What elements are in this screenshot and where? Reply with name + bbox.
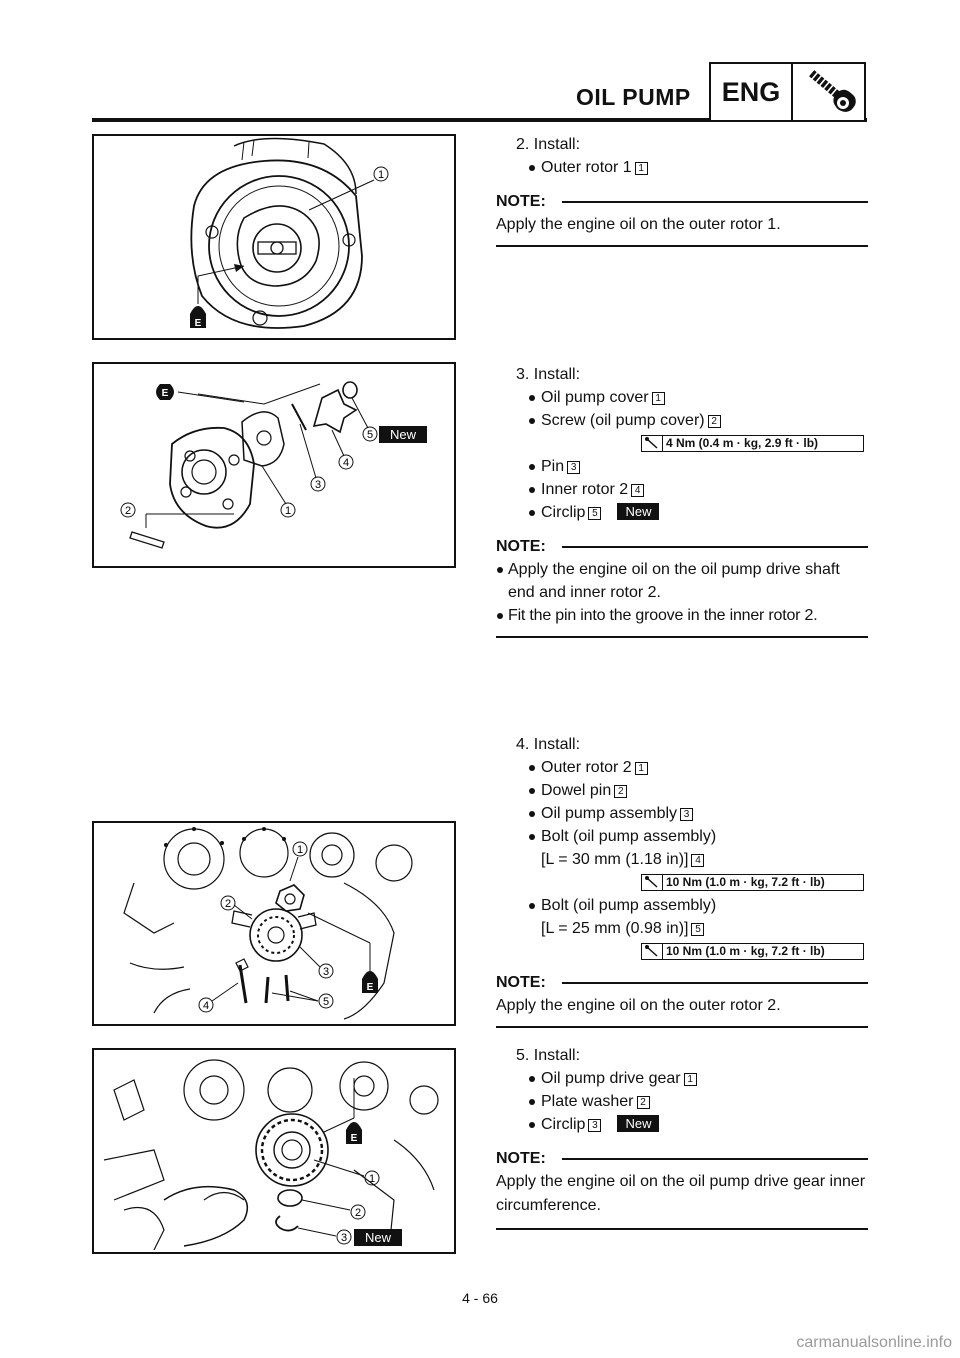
torque-wrench-icon — [642, 436, 663, 451]
page-number: 4 - 66 — [462, 1290, 498, 1306]
fig3-callout-1: 1 — [297, 844, 303, 856]
torque-wrench-icon — [642, 944, 663, 959]
note-end-rule — [496, 245, 868, 247]
fig4-callout-2: 2 — [355, 1207, 361, 1219]
note-heading: NOTE: — [496, 190, 868, 213]
fig2-callout-1: 1 — [285, 505, 291, 517]
fig2-callout-5: 5 — [367, 429, 373, 441]
note-heading: NOTE: — [496, 971, 868, 994]
step-5-heading: 5. Install: — [516, 1047, 581, 1064]
section-badge: ENG — [709, 62, 866, 122]
note-heading: NOTE: — [496, 1147, 868, 1170]
list-item: Bolt (oil pump assembly) — [496, 825, 868, 848]
section-title: OIL PUMP — [576, 84, 691, 110]
list-item: Bolt (oil pump assembly) — [496, 894, 868, 917]
fig1-callout-1: 1 — [378, 169, 384, 181]
torque-spec: 10 Nm (1.0 m · kg, 7.2 ft · lb) — [641, 943, 864, 960]
fig2-callout-4: 4 — [343, 457, 349, 469]
note-text: Apply the engine oil on the outer rotor … — [496, 997, 781, 1014]
fig3-callout-4: 4 — [203, 1000, 209, 1012]
torque-spec: 4 Nm (0.4 m · kg, 2.9 ft · lb) — [641, 435, 864, 452]
figure-outer-rotor: 1 E — [92, 134, 456, 340]
fig1-oil-mark: E — [195, 318, 202, 329]
step-4-heading: 4. Install: — [516, 736, 581, 753]
fig3-callout-5: 5 — [323, 996, 329, 1008]
note-end-rule — [496, 1228, 868, 1230]
fig3-oil-mark: E — [367, 982, 374, 993]
new-badge: New — [617, 1115, 660, 1132]
step-3-heading: 3. Install: — [516, 366, 581, 383]
fig2-oil-mark: E — [162, 388, 169, 399]
list-item-detail: [L = 25 mm (0.98 in)]5 — [496, 917, 868, 940]
new-badge: New — [617, 503, 660, 520]
note-text: Apply the engine oil on the outer rotor … — [496, 216, 781, 233]
fig4-callout-3: 3 — [341, 1232, 347, 1244]
figure-drive-gear: 1 2 3 New E — [92, 1048, 456, 1254]
fig3-callout-2: 2 — [225, 898, 231, 910]
fig4-oil-mark: E — [351, 1133, 358, 1144]
note-heading: NOTE: — [496, 535, 868, 558]
watermark: carmanualsonline.info — [796, 1334, 952, 1351]
fig2-new-badge: New — [390, 427, 417, 442]
note-end-rule — [496, 636, 868, 638]
step-2-heading: 2. Install: — [516, 136, 581, 153]
fig4-new-badge: New — [365, 1230, 392, 1245]
fig3-callout-3: 3 — [323, 966, 329, 978]
fig2-callout-2: 2 — [125, 505, 131, 517]
list-item: Screw (oil pump cover)2 — [496, 409, 868, 432]
fig4-callout-1: 1 — [369, 1173, 375, 1185]
figure-oil-pump-assembly: 1 2 3 4 5 E — [92, 821, 456, 1026]
header-rule — [92, 118, 867, 122]
note-text: Apply the engine oil on the oil pump dri… — [496, 558, 868, 631]
torque-spec: 10 Nm (1.0 m · kg, 7.2 ft · lb) — [641, 874, 864, 891]
engine-icon — [809, 70, 856, 112]
note-text: Apply the engine oil on the oil pump dri… — [496, 1173, 866, 1214]
note-end-rule — [496, 1026, 868, 1028]
section-badge-label: ENG — [711, 64, 793, 120]
figure-oil-pump-cover: E 2 1 3 4 5 New — [92, 362, 456, 568]
torque-wrench-icon — [642, 875, 663, 890]
list-item-detail: [L = 30 mm (1.18 in)]4 — [496, 848, 868, 871]
fig2-callout-3: 3 — [315, 479, 321, 491]
